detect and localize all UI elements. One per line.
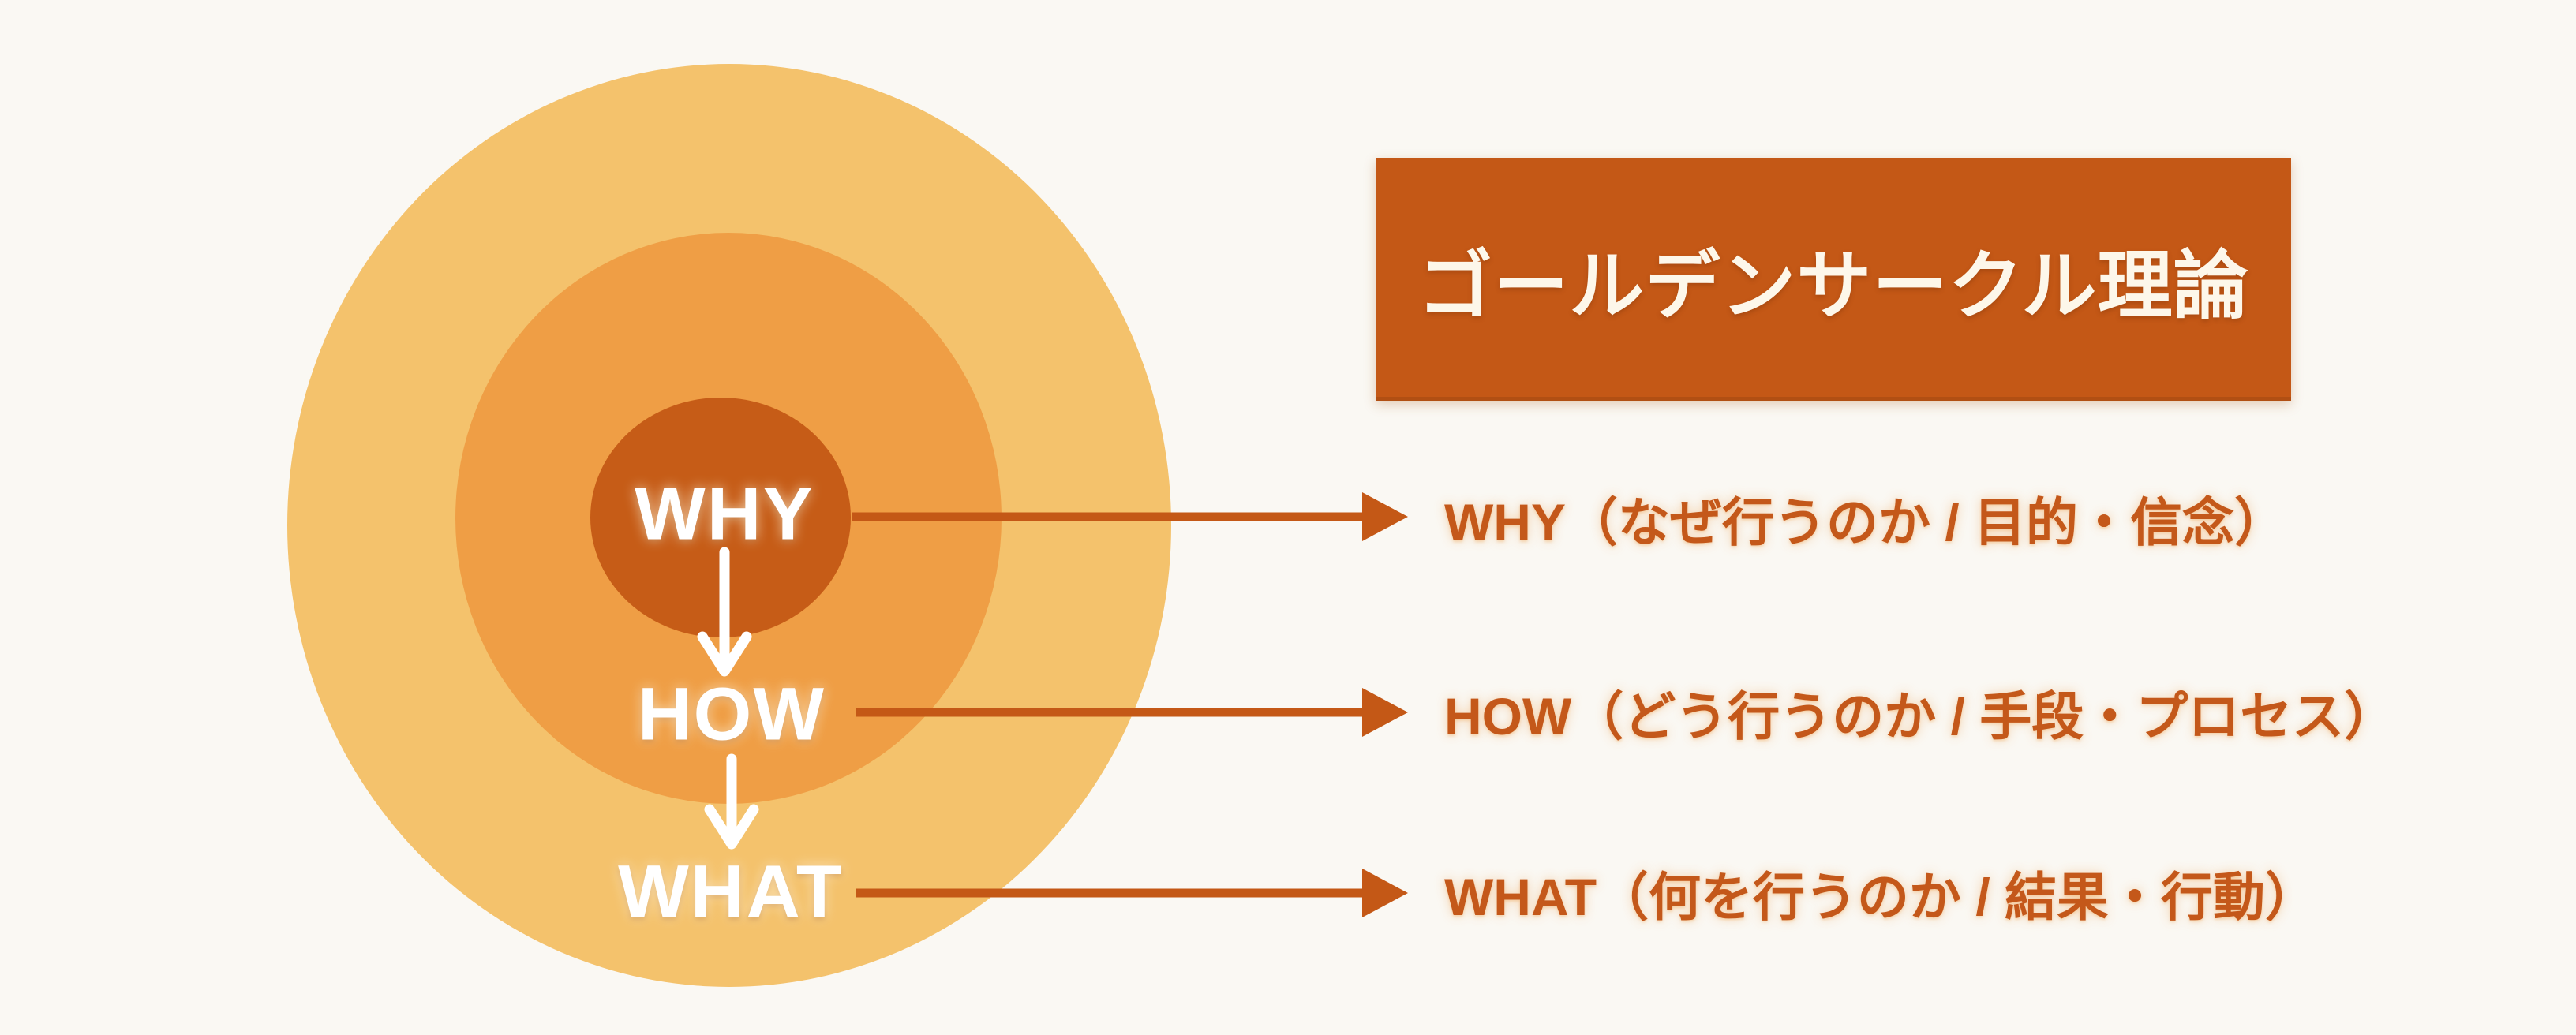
- title-banner: ゴールデンサークル理論: [1376, 158, 2291, 401]
- what-ring-label: WHAT: [618, 850, 844, 934]
- what-connector-arrow: [856, 869, 1408, 917]
- how-ring-label: HOW: [637, 672, 826, 757]
- why-to-how-arrow-icon: [697, 547, 752, 677]
- how-annotation-text: HOW（どう行うのか / 手段・プロセス）: [1444, 687, 2397, 745]
- what-annotation-text: WHAT（何を行うのか / 結果・行動）: [1444, 868, 2318, 926]
- how-connector-arrow: [856, 688, 1408, 737]
- why-ring-label: WHY: [635, 472, 814, 556]
- diagram-title: ゴールデンサークル理論: [1417, 244, 2249, 328]
- why-annotation-text: WHY（なぜ行うのか / 目的・信念）: [1444, 493, 2286, 551]
- how-to-what-arrow-icon: [704, 753, 759, 850]
- why-connector-arrow: [852, 492, 1408, 541]
